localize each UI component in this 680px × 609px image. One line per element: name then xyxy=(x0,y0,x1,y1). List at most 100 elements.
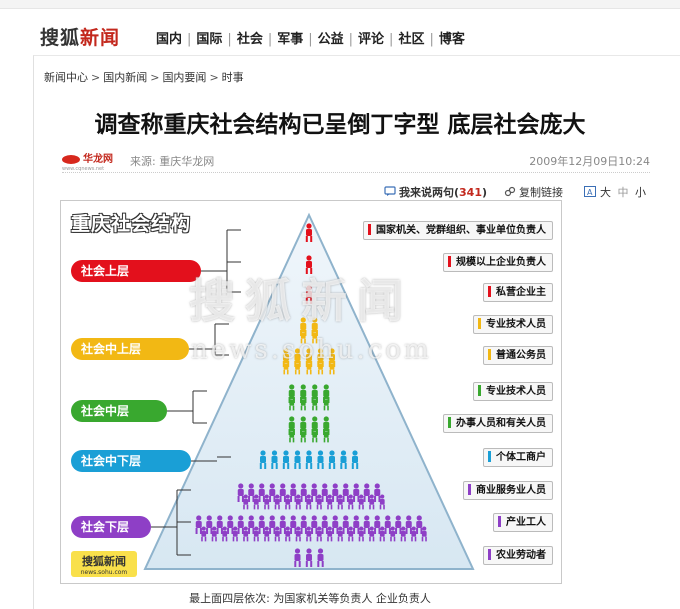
article-title: 调查称重庆社会结构已呈倒丁字型 底层社会庞大 xyxy=(94,112,586,138)
person-icon xyxy=(311,483,318,502)
person-icon xyxy=(379,526,385,542)
copy-link-label: 复制链接 xyxy=(519,186,563,199)
person-icon xyxy=(332,515,339,534)
person-icon xyxy=(237,515,244,534)
group-label: 农业劳动者 xyxy=(483,546,553,565)
person-icon xyxy=(363,483,370,502)
person-icon xyxy=(195,515,202,534)
breadcrumb-news-center[interactable]: 新闻中心 xyxy=(44,71,88,84)
nav-item-domestic[interactable]: 国内 xyxy=(156,32,183,47)
layer-pill: 社会上层 xyxy=(71,260,201,282)
people-figures xyxy=(195,223,427,567)
person-icon xyxy=(294,450,301,469)
person-icon xyxy=(289,427,295,443)
font-size-icon: A xyxy=(584,186,596,197)
breadcrumb-separator: > xyxy=(91,71,101,84)
pyramid-diagram xyxy=(143,212,475,570)
person-icon xyxy=(337,526,343,542)
person-icon xyxy=(323,384,330,403)
person-icon xyxy=(323,395,329,411)
nav-separator: | xyxy=(267,32,273,47)
person-icon xyxy=(317,450,324,469)
person-icon xyxy=(317,359,324,375)
channel-nav: 国内|国际|社会|军事|公益|评论|社区|博客 xyxy=(156,28,465,47)
person-icon xyxy=(306,494,312,510)
person-icon xyxy=(358,526,364,542)
person-icon xyxy=(227,515,234,534)
breadcrumb-domestic-news[interactable]: 国内新闻 xyxy=(103,71,148,84)
person-icon xyxy=(390,526,396,542)
source-logo-mark xyxy=(62,154,80,164)
person-icon xyxy=(328,450,336,469)
source-logo-text: 华龙网 xyxy=(83,154,113,165)
pyramid-triangle xyxy=(143,212,475,570)
person-icon xyxy=(348,526,354,542)
person-icon xyxy=(294,548,301,567)
group-label: 个体工商户 xyxy=(483,448,553,467)
person-icon xyxy=(258,515,265,534)
comment-icon xyxy=(384,186,396,196)
person-icon xyxy=(289,395,295,411)
person-icon xyxy=(323,416,330,435)
person-icon xyxy=(311,515,318,534)
person-icon xyxy=(258,483,265,502)
person-icon xyxy=(342,483,349,502)
person-icon xyxy=(327,494,333,510)
nav-item-military[interactable]: 军事 xyxy=(277,32,304,47)
person-icon xyxy=(312,328,318,344)
figure-caption: 最上面四层依次: 为国家机关等负责人 企业负责人 xyxy=(189,592,431,605)
comment-label: 我来说两句( xyxy=(399,186,460,199)
breadcrumb-current-affairs[interactable]: 时事 xyxy=(221,71,244,84)
logo-text: 搜狐 xyxy=(40,27,81,49)
nav-item-community[interactable]: 社区 xyxy=(398,32,425,47)
font-small-button[interactable]: 小 xyxy=(635,186,646,199)
group-label: 普通公务员 xyxy=(483,346,553,365)
person-icon xyxy=(274,494,280,510)
person-icon xyxy=(421,526,427,542)
nav-separator: | xyxy=(187,32,192,47)
layer-pill: 社会中下层 xyxy=(71,450,191,472)
breadcrumb-separator: > xyxy=(150,71,160,84)
sohu-news-logo[interactable]: 搜狐新闻 xyxy=(40,23,120,50)
person-icon xyxy=(201,526,207,542)
person-icon xyxy=(342,515,349,534)
person-icon xyxy=(248,483,255,502)
font-large-button[interactable]: 大 xyxy=(600,186,611,199)
content-area xyxy=(33,55,680,609)
font-medium-button[interactable]: 中 xyxy=(617,186,629,199)
group-label: 商业服务业人员 xyxy=(463,481,553,500)
person-icon xyxy=(290,483,297,502)
person-icon xyxy=(416,515,423,534)
copy-link-button[interactable]: 复制链接 xyxy=(504,184,563,200)
top-bar xyxy=(0,0,680,9)
nav-separator: | xyxy=(389,32,394,47)
nav-separator: | xyxy=(348,32,354,47)
person-icon xyxy=(353,515,360,534)
nav-item-comment[interactable]: 评论 xyxy=(358,32,385,47)
person-icon xyxy=(316,494,322,510)
person-icon xyxy=(279,515,286,534)
person-icon xyxy=(351,450,359,469)
comment-count: 341 xyxy=(459,186,482,199)
nav-item-blog[interactable]: 博客 xyxy=(438,32,465,47)
link-icon xyxy=(504,186,516,197)
group-label: 办事人员和有关人员 xyxy=(443,414,553,433)
person-icon xyxy=(222,526,228,542)
comment-link[interactable]: 我来说两句(341) xyxy=(384,184,487,200)
nav-item-international[interactable]: 国际 xyxy=(196,32,223,47)
breadcrumb-domestic-headlines[interactable]: 国内要闻 xyxy=(162,71,207,84)
person-icon xyxy=(348,494,354,510)
person-icon xyxy=(400,526,406,542)
svg-text:A: A xyxy=(587,188,593,197)
layer-pill: 社会下层 xyxy=(71,516,151,538)
comment-close-paren: ) xyxy=(482,186,488,199)
person-icon xyxy=(323,427,329,443)
person-icon xyxy=(337,494,343,510)
nav-item-charity[interactable]: 公益 xyxy=(317,32,344,47)
person-icon xyxy=(305,255,313,274)
article-source: 来源: 重庆华龙网 xyxy=(130,155,215,168)
nav-item-society[interactable]: 社会 xyxy=(236,32,263,47)
person-icon xyxy=(317,548,324,567)
